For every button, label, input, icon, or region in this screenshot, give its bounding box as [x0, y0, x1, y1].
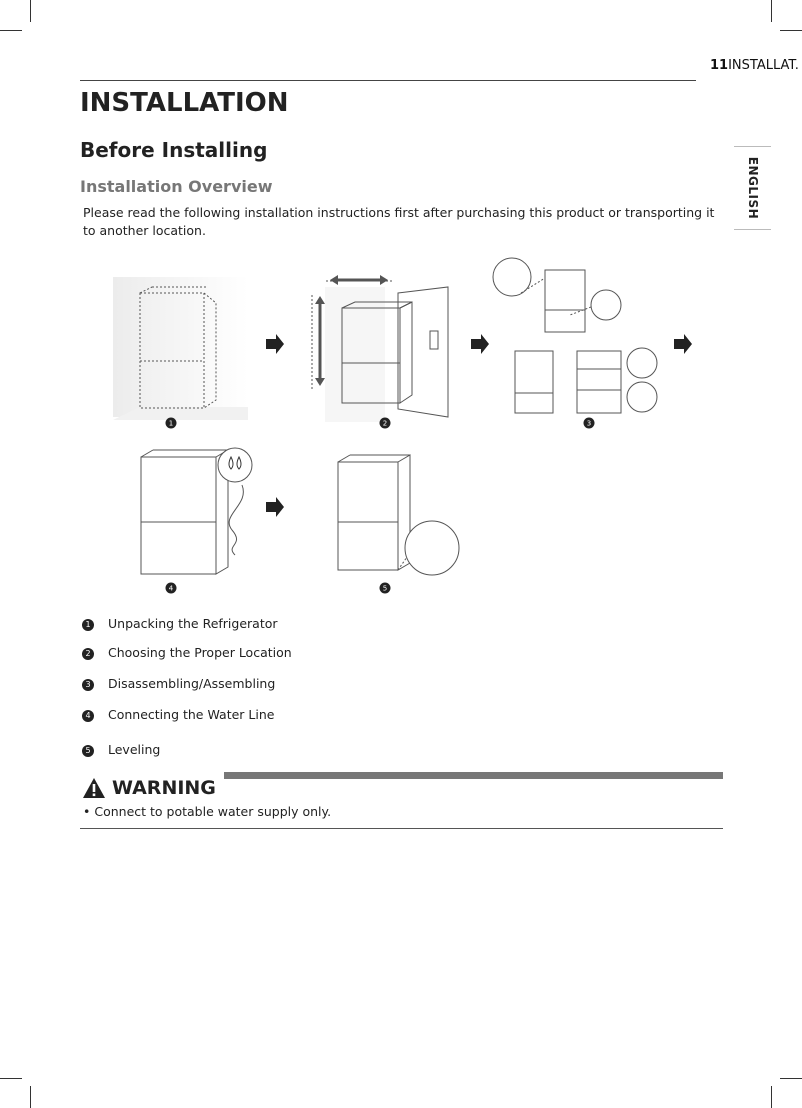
flow-arrows — [266, 334, 692, 517]
list-item: 4 Connecting the Water Line — [80, 707, 274, 722]
step-label: Choosing the Proper Location — [108, 645, 292, 660]
language-label: ENGLISH — [745, 156, 760, 220]
step-number: 3 — [82, 678, 94, 691]
step-number: 5 — [82, 744, 94, 757]
crop-mark — [0, 30, 22, 31]
page-header: 11INSTALLAT. — [710, 58, 799, 73]
callout-3: 3 — [587, 420, 591, 428]
step-label: Connecting the Water Line — [108, 707, 275, 722]
header-rule — [80, 80, 696, 81]
page-number: 11 — [710, 58, 729, 73]
crop-mark — [30, 0, 31, 22]
callout-1: 1 — [169, 420, 173, 428]
step-number: 4 — [82, 709, 94, 722]
location-illustration — [311, 280, 449, 422]
warning-text: • Connect to potable water supply only. — [83, 804, 332, 819]
list-item: 1 Unpacking the Refrigerator — [80, 616, 278, 631]
warning-title: WARNING — [112, 777, 216, 799]
header-section: INSTALLAT. — [728, 58, 799, 73]
callout-4: 4 — [169, 585, 174, 593]
list-item: 5 Leveling — [80, 742, 160, 757]
crop-mark — [771, 1086, 772, 1108]
unpacking-illustration — [113, 277, 248, 420]
step-label: Unpacking the Refrigerator — [108, 616, 278, 631]
warning-divider — [80, 828, 723, 829]
list-item: 3 Disassembling/Assembling — [80, 676, 275, 691]
water-line-illustration — [140, 447, 253, 575]
installation-overview-figure: 1 2 3 4 5 — [113, 257, 692, 594]
section-heading: Before Installing — [80, 138, 268, 162]
list-item: 2 Choosing the Proper Location — [80, 645, 292, 660]
warning-icon — [83, 778, 105, 798]
crop-mark — [780, 30, 802, 31]
warning-bar — [224, 772, 723, 779]
subsection-heading: Installation Overview — [80, 177, 273, 196]
crop-mark — [30, 1086, 31, 1108]
crop-mark — [780, 1078, 802, 1079]
step-number: 2 — [82, 647, 94, 660]
crop-mark — [771, 0, 772, 22]
page-title: INSTALLATION — [80, 88, 289, 118]
step-label: Leveling — [108, 742, 161, 757]
callout-5: 5 — [383, 585, 387, 593]
step-number: 1 — [82, 618, 94, 631]
leveling-illustration — [337, 454, 460, 576]
callout-2: 2 — [383, 420, 387, 428]
warning-heading: WARNING — [82, 777, 216, 799]
disassembling-illustration — [492, 257, 658, 414]
crop-mark — [0, 1078, 22, 1079]
intro-paragraph: Please read the following installation i… — [83, 205, 715, 238]
language-tab: ENGLISH — [734, 146, 771, 230]
step-label: Disassembling/Assembling — [108, 676, 276, 691]
